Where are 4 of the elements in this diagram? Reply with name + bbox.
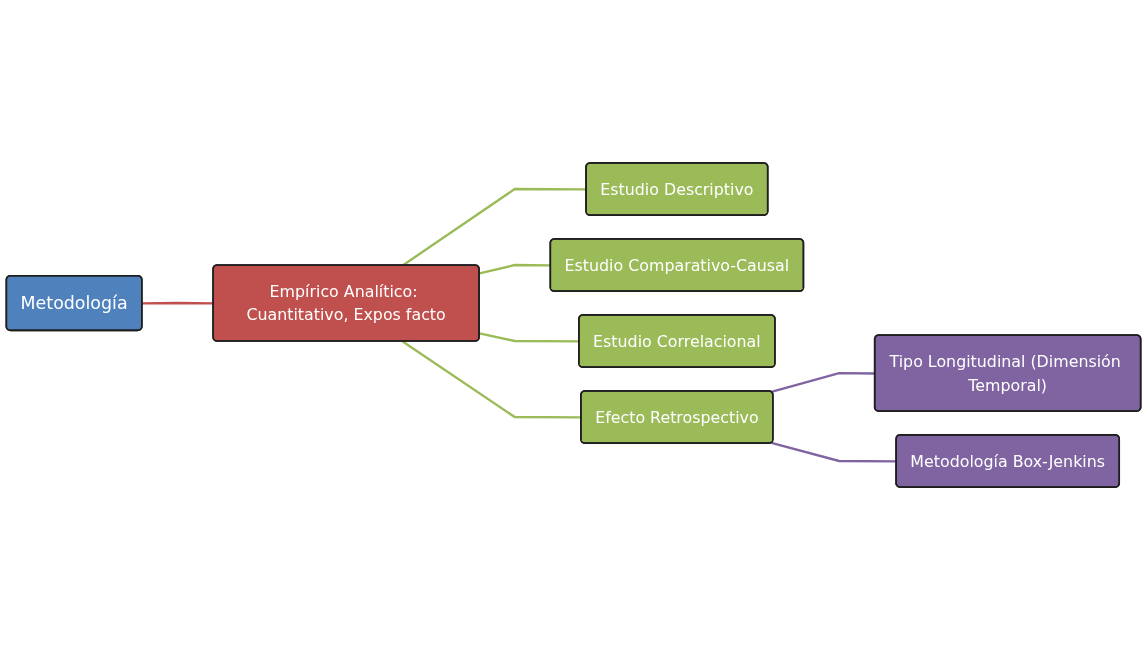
connector bbox=[142, 301, 214, 305]
connector bbox=[402, 187, 587, 267]
connector bbox=[771, 441, 897, 463]
connector bbox=[479, 263, 551, 275]
